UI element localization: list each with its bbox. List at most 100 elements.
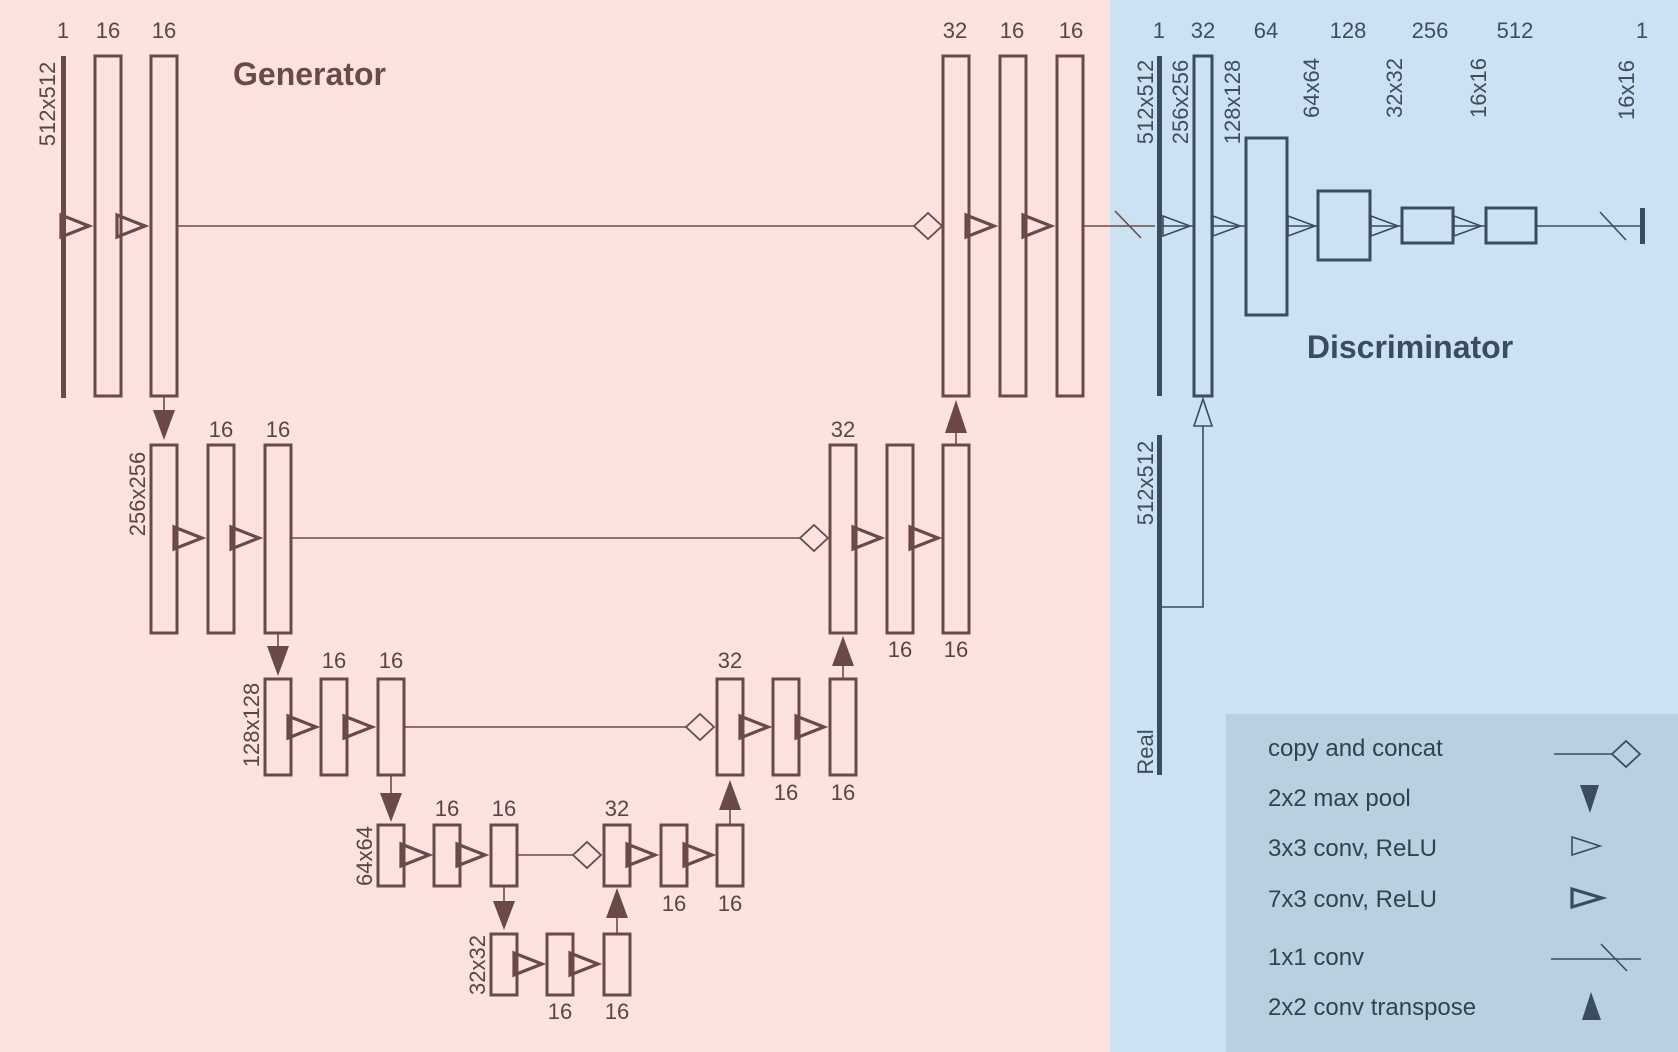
- conv7x3-icon: [625, 841, 660, 869]
- feature-map: [319, 677, 349, 777]
- channel-label: 32: [831, 417, 855, 442]
- generator-decoder-level-4: 32 16 16: [571, 796, 745, 916]
- conv-transpose-icon: [832, 636, 854, 666]
- channel-label: 16: [435, 796, 459, 821]
- conv7x3-icon: [229, 524, 264, 552]
- conv7x3-icon: [455, 841, 490, 869]
- conv7x3-icon: [399, 841, 434, 869]
- feature-map: [206, 443, 236, 635]
- resolution-label: 32x32: [1382, 58, 1407, 118]
- resolution-label: 256x256: [125, 452, 150, 536]
- channel-label: 16: [1059, 18, 1083, 43]
- legend-panel: [1226, 714, 1678, 1052]
- legend: copy and concat 2x2 max pool 3x3 conv, R…: [1268, 735, 1642, 1021]
- conv1x1-icon: [1114, 210, 1142, 239]
- resolution-label: 256x256: [1168, 60, 1193, 144]
- conv3x3-icon: [1287, 214, 1318, 238]
- conv7x3-icon: [1570, 886, 1608, 910]
- copy-concat-icon: [684, 712, 716, 742]
- channel-label: 16: [548, 999, 572, 1024]
- conv7x3-icon: [512, 950, 547, 978]
- channel-label: 32: [605, 796, 629, 821]
- real-label: Real: [1133, 729, 1158, 774]
- generator-decoder-level-3: 32 16 16: [684, 648, 858, 805]
- conv1x1-icon: [1599, 211, 1627, 241]
- conv7x3-icon: [964, 212, 999, 240]
- channel-label: 16: [152, 18, 176, 43]
- conv3x3-icon: [1192, 396, 1214, 427]
- resolution-label: 16x16: [1614, 60, 1639, 120]
- feature-map: [828, 443, 858, 635]
- channel-label: 16: [96, 18, 120, 43]
- generator-bottleneck: 16 16 32x32: [465, 932, 632, 1024]
- channel-label: 1: [1153, 18, 1165, 43]
- legend-label: 1x1 conv: [1268, 944, 1364, 971]
- max-pool-icon: [493, 901, 515, 930]
- input-layer: [1157, 56, 1162, 396]
- feature-map: [885, 443, 915, 635]
- max-pool-icon: [153, 410, 175, 440]
- channel-label: 16: [379, 648, 403, 673]
- conv7x3-icon: [794, 713, 829, 741]
- channel-label: 16: [718, 891, 742, 916]
- feature-map: [545, 932, 575, 997]
- channel-label: 16: [209, 417, 233, 442]
- channel-label: 32: [718, 648, 742, 673]
- conv-transpose-icon: [1582, 992, 1601, 1020]
- conv3x3-icon: [1453, 214, 1484, 238]
- copy-concat-icon: [798, 523, 830, 553]
- conv-transpose-icon: [606, 888, 628, 918]
- real-input-layer: [1157, 435, 1162, 775]
- channel-label: 1: [57, 18, 69, 43]
- conv7x3-icon: [738, 713, 773, 741]
- resolution-label: 32x32: [465, 935, 490, 995]
- feature-map: [602, 823, 632, 888]
- feature-map: [432, 823, 462, 888]
- channel-label: 16: [266, 417, 290, 442]
- feature-map: [376, 823, 406, 888]
- conv7x3-icon: [1021, 212, 1056, 240]
- copy-concat-icon: [912, 211, 944, 241]
- feature-map: [149, 443, 179, 635]
- feature-map: [771, 677, 801, 777]
- legend-label: 3x3 conv, ReLU: [1268, 835, 1437, 862]
- conv7x3-icon: [568, 950, 603, 978]
- conv7x3-icon: [59, 212, 94, 240]
- generator-title: Generator: [233, 56, 386, 92]
- generator-decoder-level-2: 32 16 16: [798, 417, 971, 662]
- discriminator-title: Discriminator: [1307, 329, 1513, 365]
- channel-label: 512: [1497, 18, 1534, 43]
- feature-map: [489, 932, 519, 997]
- channel-label: 16: [831, 780, 855, 805]
- discriminator-network: 1 32 64 128 256 512 1 512x512 256x256 12…: [1133, 18, 1648, 775]
- channel-label: 16: [492, 796, 516, 821]
- output-layer: [1640, 208, 1645, 244]
- channel-label: 32: [943, 18, 967, 43]
- conv7x3-icon: [682, 841, 717, 869]
- resolution-label: 512x512: [1133, 60, 1158, 144]
- generator-encoder-level-2: 16 16 256x256: [125, 417, 800, 635]
- conv-transpose-icon: [945, 400, 967, 433]
- channel-label: 16: [662, 891, 686, 916]
- legend-label: 2x2 max pool: [1268, 785, 1411, 812]
- copy-concat-icon: [571, 840, 603, 870]
- legend-label: copy and concat: [1268, 735, 1443, 762]
- max-pool-icon: [267, 646, 289, 676]
- conv3x3-icon: [1162, 214, 1193, 238]
- conv7x3-icon: [172, 524, 207, 552]
- channel-label: 16: [888, 637, 912, 662]
- resolution-label: 16x16: [1466, 58, 1491, 118]
- feature-map: [263, 677, 293, 777]
- channel-label: 16: [322, 648, 346, 673]
- max-pool-icon: [380, 793, 402, 822]
- conv7x3-icon: [286, 713, 321, 741]
- channel-label: 16: [605, 999, 629, 1024]
- feature-map: [659, 823, 689, 888]
- feature-map: [715, 677, 745, 777]
- channel-label: 32: [1191, 18, 1215, 43]
- generator-panel: [0, 0, 1110, 1052]
- legend-label: 2x2 conv transpose: [1268, 994, 1476, 1021]
- max-pool-icon: [1580, 785, 1599, 813]
- conv3x3-icon: [1370, 214, 1401, 238]
